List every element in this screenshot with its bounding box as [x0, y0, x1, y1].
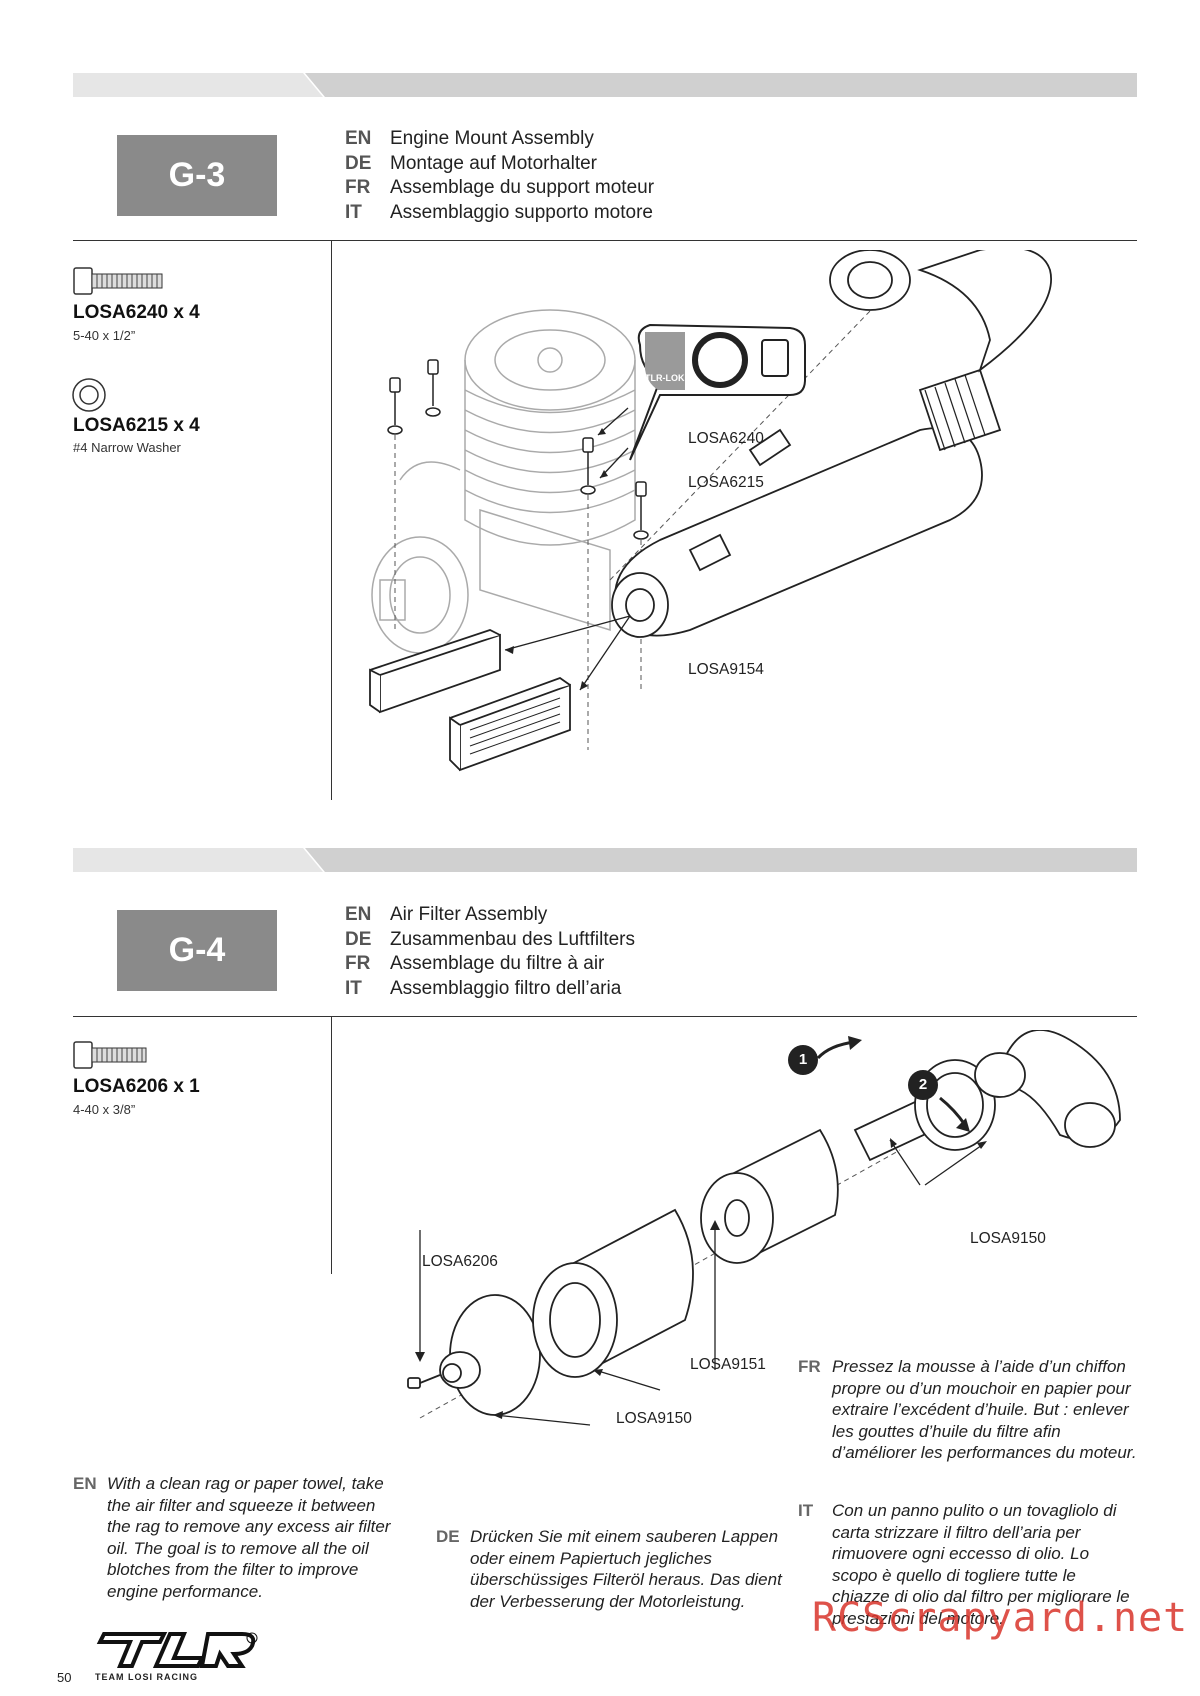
screw-icon — [73, 267, 163, 295]
callout-label: LOSA9150 — [616, 1410, 692, 1427]
screw-icon — [73, 1041, 147, 1069]
part-name: LOSA6206 x 1 — [73, 1076, 200, 1097]
note-de: DE Drücken Sie mit einem sauberen Lappen… — [436, 1527, 782, 1611]
logo-subtitle: TEAM LOSI RACING — [95, 1672, 198, 1682]
watermark: RCScrapyard.net — [812, 1595, 1189, 1641]
page-number: 50 — [57, 1670, 72, 1685]
note-it: IT Con un panno pulito o un tovagliolo d… — [798, 1501, 1130, 1628]
note-en: EN With a clean rag or paper towel, take… — [73, 1474, 391, 1601]
washer-icon — [72, 378, 106, 412]
divider — [331, 1016, 332, 1274]
step-badge: G-4 — [117, 910, 277, 991]
divider — [73, 240, 1137, 241]
step-marker: 2 — [918, 1076, 928, 1093]
callout-label: LOSA6240 — [688, 430, 764, 447]
callout-label: LOSA9150 — [970, 1230, 1046, 1247]
step-badge: G-3 — [117, 135, 277, 216]
tlr-logo — [96, 1632, 258, 1668]
part-desc: 4-40 x 3/8” — [73, 1102, 136, 1117]
callout-label: LOSA9154 — [688, 661, 764, 678]
part-name: LOSA6215 x 4 — [73, 415, 200, 436]
callout-label: LOSA6215 — [688, 474, 764, 491]
callout-label: LOSA9151 — [690, 1356, 766, 1373]
note-fr: FR Pressez la mousse à l’aide d’un chiff… — [798, 1357, 1137, 1462]
divider — [73, 1016, 1137, 1017]
step-marker: 1 — [798, 1051, 808, 1068]
air-filter-illustration — [407, 1030, 1121, 1426]
section-header-bar — [73, 848, 1137, 872]
section-header-bar — [73, 73, 1137, 97]
part-desc: 5-40 x 1/2” — [73, 328, 136, 343]
part-name: LOSA6240 x 4 — [73, 302, 200, 323]
callout-label: LOSA6206 — [422, 1253, 498, 1270]
tlr-lok-label: TLR-LOK — [645, 373, 685, 383]
part-desc: #4 Narrow Washer — [73, 440, 181, 455]
divider — [331, 240, 332, 800]
engine-mount-illustration — [369, 250, 1052, 772]
